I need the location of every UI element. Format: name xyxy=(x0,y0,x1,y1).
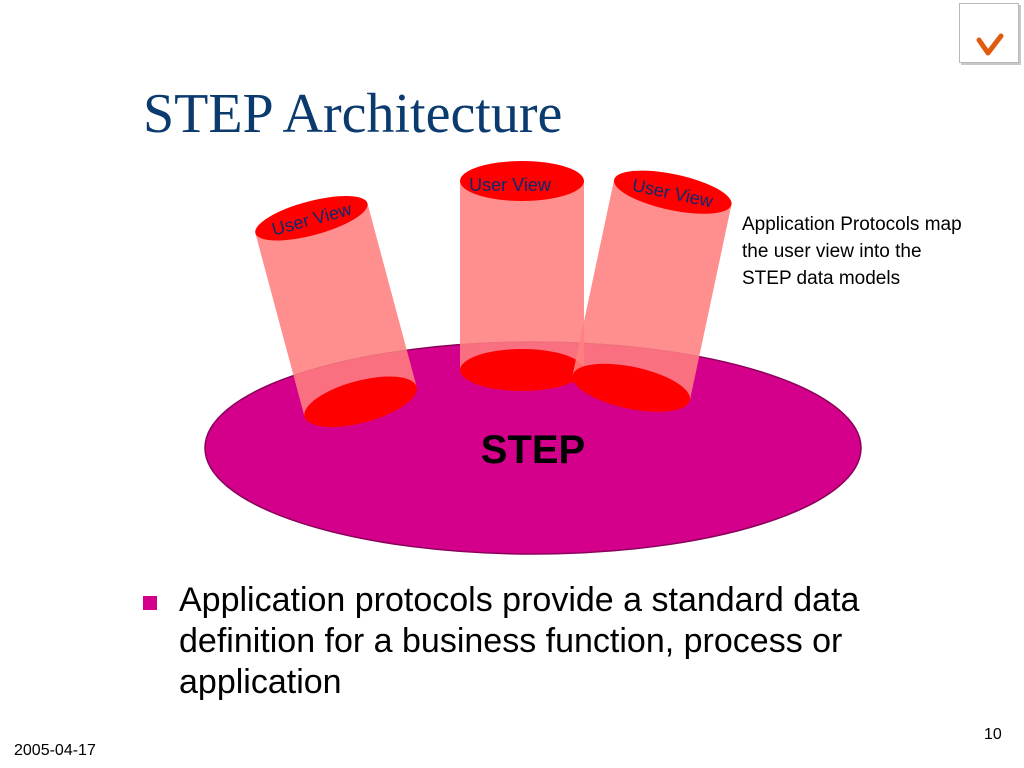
page-title: STEP Architecture xyxy=(143,83,563,145)
application-protocols-callout: Application Protocols map the user view … xyxy=(742,214,962,289)
page-number: 10 xyxy=(984,726,1002,743)
footer-date: 2005-04-17 xyxy=(14,742,96,759)
user-view-cylinder-left: User View xyxy=(255,195,417,427)
sc-checkmark-logo-icon xyxy=(959,3,1019,63)
user-view-label: User View xyxy=(469,175,552,195)
step-core-label: STEP xyxy=(481,428,585,472)
square-bullet-icon xyxy=(143,596,157,610)
user-view-cylinder-right: User View xyxy=(572,170,732,412)
bullet-text: Application protocols provide a standard… xyxy=(179,581,860,701)
user-view-cylinder-middle: User View xyxy=(460,161,584,391)
bullet-point: Application protocols provide a standard… xyxy=(143,580,1003,703)
